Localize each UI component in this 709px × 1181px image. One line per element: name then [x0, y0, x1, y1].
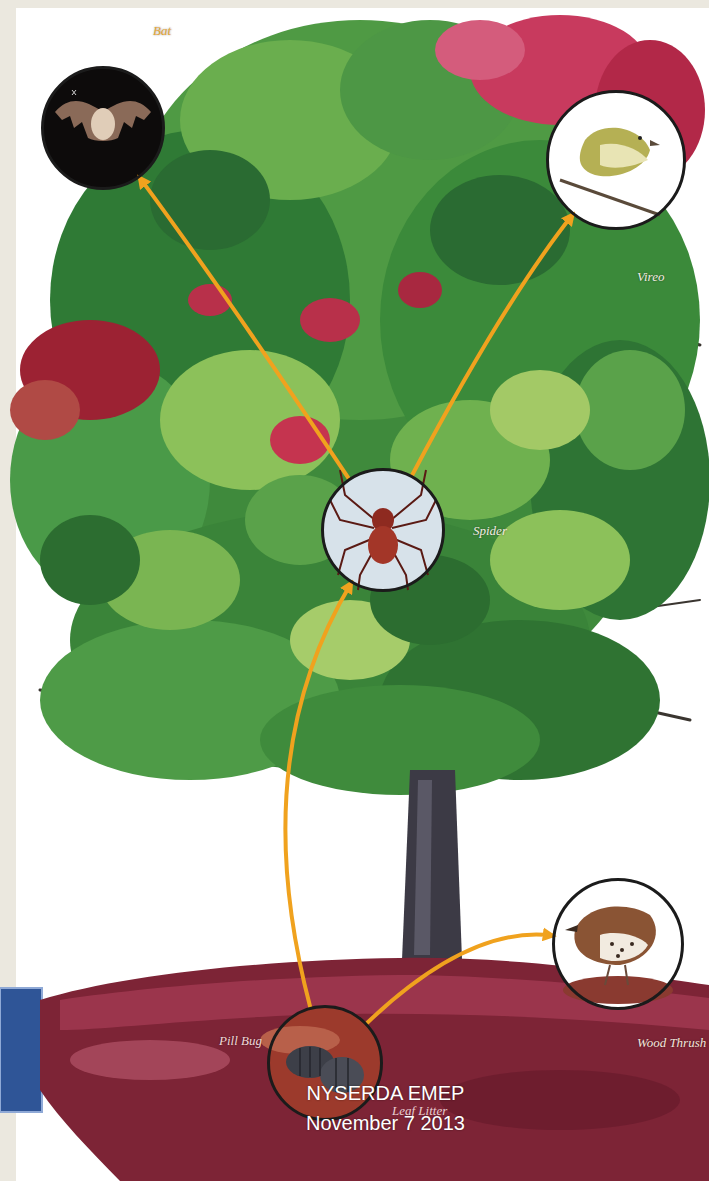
wood-thrush-picture-part-part: [610, 942, 614, 946]
spider-picture-part: [330, 470, 436, 590]
food-chain-arrow: [367, 935, 553, 1023]
wood-thrush-picture-part: [605, 965, 628, 985]
autumn-leaves-part: [398, 272, 442, 308]
wood-thrush-picture-part-part: [630, 942, 634, 946]
picture-circle: Bat: [41, 66, 165, 190]
autumn-leaves-part: [188, 284, 232, 316]
bat-picture: [43, 68, 163, 188]
spider-picture-part: [323, 470, 443, 590]
vireo-picture-part: [560, 180, 660, 215]
bat-picture-part: [55, 101, 151, 141]
vireo-picture-part: [638, 136, 642, 140]
autumn-leaves-part: [435, 20, 525, 80]
tree-canopy: [10, 20, 709, 795]
food-chain-arrow: [285, 583, 351, 1007]
bat-picture-part: [43, 68, 163, 188]
leaf-litter-ground: [40, 958, 709, 1181]
animal-label: Wood Thrush: [637, 1035, 706, 1051]
wood-thrush-picture-part-part: [616, 954, 620, 958]
animal-label: Spider: [473, 523, 507, 539]
pill-bug-picture-part-part: [299, 1048, 301, 1076]
wood-thrush-picture-part-part: [620, 948, 624, 952]
leaf-litter-ground-part: [60, 975, 709, 1030]
vireo-picture-part: [600, 144, 648, 168]
autumn-leaves-part: [300, 298, 360, 342]
tree-canopy-part: [575, 350, 685, 470]
wood-thrush-picture-part: [600, 933, 648, 961]
vireo-picture-part: [650, 140, 660, 146]
spider-picture-part-part: [391, 470, 426, 520]
vireo-picture-part: [580, 128, 650, 177]
food-chain-arrow: [140, 178, 349, 479]
tree-canopy-part: [40, 515, 140, 605]
spider-picture: [323, 470, 443, 590]
bat-picture-part: [91, 108, 115, 140]
vireo-picture: [548, 92, 684, 228]
tree-canopy-part: [160, 350, 340, 490]
spider-picture-part-part: [392, 500, 436, 528]
pill-bug-picture-part-part: [309, 1047, 311, 1077]
tree-trunk: [402, 770, 462, 960]
wood-thrush-picture-part: [574, 907, 656, 965]
autumn-leaves-part: [270, 416, 330, 464]
tree-canopy-part: [490, 510, 630, 610]
tree-trunk-part: [402, 770, 462, 960]
vireo-picture-part: [548, 92, 684, 228]
leaf-litter-ground-part: [70, 1040, 230, 1080]
wood-thrush-picture-part: [563, 976, 673, 1004]
tree-canopy-part: [150, 150, 270, 250]
page-background-part: [0, 0, 709, 8]
page-background-part: [0, 988, 42, 1112]
leaf-litter-ground-part: [440, 1070, 680, 1130]
animal-label: Vireo: [637, 269, 664, 285]
leaf-litter-ground-part: [40, 958, 709, 1181]
animal-label: Pill Bug: [219, 1033, 262, 1049]
tree-canopy-part: [260, 685, 540, 795]
tree-canopy-part: [490, 370, 590, 450]
spider-picture-part: [368, 526, 398, 564]
picture-circle: Spider: [321, 468, 445, 592]
watermark-text: NYSERDA EMEP November 7 2013: [298, 1078, 473, 1138]
picture-circle: Wood Thrush: [552, 878, 684, 1010]
pill-bug-picture-part-part: [319, 1048, 321, 1076]
wood-thrush-picture-part: [554, 880, 682, 1008]
spider-picture-part-part: [330, 500, 374, 528]
food-chain-arrow: [412, 215, 572, 475]
spider-picture-part-part: [340, 470, 375, 520]
tree-canopy-part: [430, 175, 570, 285]
autumn-leaves-part: [10, 380, 80, 440]
animal-label: Bat: [153, 23, 171, 39]
wood-thrush-picture-part: [610, 942, 634, 958]
wood-thrush-picture: [554, 880, 682, 1008]
autumn-leaves: [10, 15, 705, 464]
tree-trunk-part: [414, 780, 432, 955]
wood-thrush-picture-part: [565, 925, 578, 932]
picture-circle: Vireo: [546, 90, 686, 230]
bat-picture-part: [72, 90, 76, 95]
